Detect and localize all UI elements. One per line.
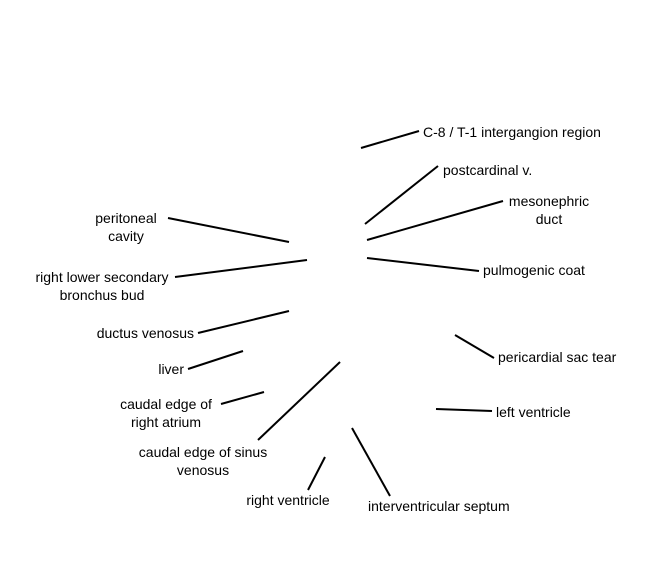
label-mesonephric: mesonephric duct (500, 192, 598, 228)
leader-line-pulmogenic (366, 257, 480, 272)
leader-line-bronchus (174, 259, 308, 278)
label-caudal-sinus: caudal edge of sinus venosus (128, 443, 278, 479)
leader-line-left-ventricle (435, 408, 493, 412)
label-postcardinal-text: postcardinal v. (443, 162, 533, 178)
label-postcardinal: postcardinal v. (443, 161, 532, 179)
label-pericardial-text: pericardial sac tear (498, 349, 617, 365)
label-left-ventricle-text: left ventricle (496, 404, 571, 420)
leader-line-postcardinal (364, 165, 439, 225)
leader-line-caudal-sinus (257, 361, 341, 441)
label-caudal-atrium-line1: caudal edge of (120, 396, 212, 412)
label-peritoneal: peritoneal cavity (86, 209, 166, 245)
label-bronchus-line1: right lower secondary (35, 269, 169, 285)
label-pericardial: pericardial sac tear (498, 348, 616, 366)
label-liver-text: liver (158, 361, 184, 377)
label-mesonephric-line1: mesonephric (508, 193, 590, 209)
leader-line-liver (187, 350, 244, 370)
label-interventricular: interventricular septum (368, 497, 510, 515)
label-pulmogenic: pulmogenic coat (483, 261, 585, 279)
label-mesonephric-line2: duct (535, 211, 563, 227)
label-pulmogenic-text: pulmogenic coat (483, 262, 585, 278)
label-right-ventricle-text: right ventricle (246, 492, 330, 508)
leader-line-interventricular (351, 427, 391, 497)
label-peritoneal-line2: cavity (108, 228, 144, 244)
label-bronchus: right lower secondary bronchus bud (28, 268, 176, 304)
label-caudal-atrium-line2: right atrium (130, 414, 202, 430)
label-caudal-sinus-line2: venosus (176, 462, 230, 478)
leader-line-right-ventricle (307, 456, 326, 491)
label-c8-t1: C-8 / T-1 intergangion region (423, 123, 601, 141)
label-bronchus-line2: bronchus bud (59, 287, 145, 303)
label-peritoneal-line1: peritoneal (95, 210, 157, 226)
leader-line-caudal-atrium (220, 391, 265, 405)
leader-line-ductus (197, 310, 290, 334)
label-caudal-atrium: caudal edge of right atrium (112, 395, 220, 431)
leader-line-pericardial (454, 334, 495, 359)
label-c8-t1-text: C-8 / T-1 intergangion region (423, 124, 601, 140)
leader-line-c8-t1 (360, 130, 420, 149)
label-left-ventricle: left ventricle (496, 403, 571, 421)
label-ductus-text: ductus venosus (96, 325, 194, 341)
label-right-ventricle: right ventricle (234, 491, 342, 509)
label-liver: liver (130, 360, 184, 378)
label-caudal-sinus-line1: caudal edge of sinus (138, 444, 268, 460)
label-interventricular-text: interventricular septum (368, 498, 510, 514)
label-ductus: ductus venosus (74, 324, 194, 342)
leader-line-peritoneal (167, 217, 290, 243)
leader-line-mesonephric (366, 200, 504, 241)
